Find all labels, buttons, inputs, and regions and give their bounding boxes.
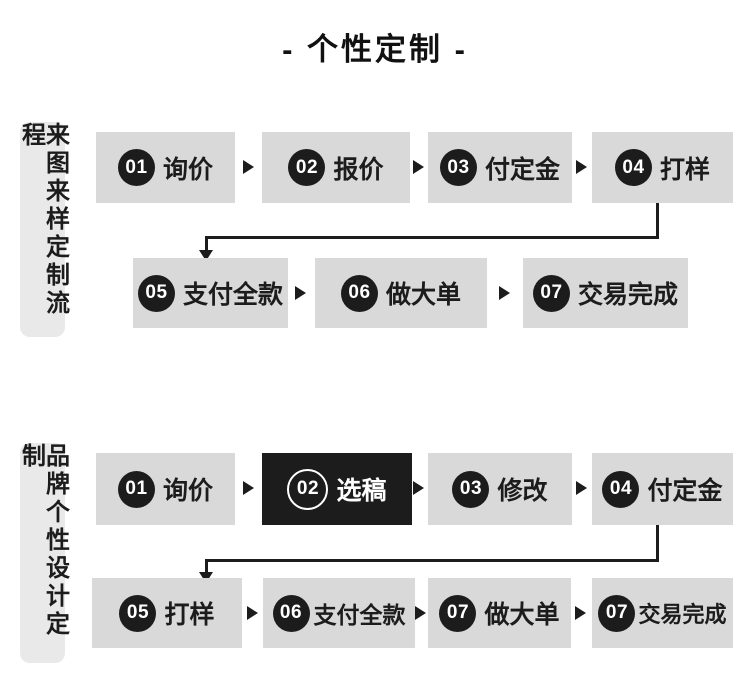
- step-number-badge: 03: [439, 149, 477, 186]
- step-number-badge: 07: [532, 274, 570, 312]
- arrow-right-icon: [243, 160, 254, 174]
- step-number-badge: 04: [614, 149, 652, 186]
- step-box: 04 打样: [592, 132, 733, 203]
- connector-line: [205, 559, 208, 574]
- step-number-badge: 02: [288, 149, 326, 186]
- step-box: 03 修改: [428, 453, 572, 525]
- connector-line: [205, 236, 659, 239]
- section1-label-text: 来图来样定制流程: [17, 122, 69, 318]
- step-number-badge: 02: [287, 468, 329, 510]
- step-label: 支付全款: [313, 602, 406, 628]
- step-box-highlight: 02 选稿: [262, 453, 412, 525]
- step-box: 06 支付全款: [263, 578, 415, 648]
- arrow-right-icon: [413, 481, 424, 495]
- step-label: 交易完成: [638, 602, 727, 627]
- step-number-badge: 03: [452, 470, 490, 508]
- arrow-right-icon: [243, 481, 254, 495]
- page-title: - 个性定制 -: [282, 32, 468, 67]
- step-label: 询价: [162, 155, 213, 184]
- arrow-right-icon: [575, 606, 586, 620]
- section2-side-label: 品牌个性设计定制: [17, 443, 69, 663]
- section2-label-text: 品牌个性设计定制: [17, 443, 69, 639]
- step-box: 01 询价: [96, 132, 235, 203]
- step-box: 07 交易完成: [523, 258, 688, 328]
- step-number-badge: 05: [137, 274, 175, 312]
- step-box: 05 打样: [92, 578, 242, 648]
- arrow-right-icon: [413, 160, 424, 174]
- step-number-badge: 01: [117, 470, 155, 508]
- step-box: 07 做大单: [428, 578, 571, 648]
- step-number-badge: 04: [602, 470, 640, 508]
- step-box: 02 报价: [262, 132, 410, 203]
- step-box: 07 交易完成: [592, 578, 733, 648]
- step-number-badge: 07: [598, 594, 636, 632]
- step-box: 04 付定金: [592, 453, 733, 525]
- arrow-right-icon: [499, 286, 510, 300]
- arrow-right-icon: [295, 286, 306, 300]
- arrow-right-icon: [247, 606, 258, 620]
- step-number-badge: 06: [340, 274, 378, 312]
- step-box: 01 询价: [96, 453, 235, 525]
- step-label: 询价: [162, 477, 213, 505]
- step-label: 修改: [497, 477, 548, 505]
- connector-line: [656, 203, 659, 239]
- connector-line: [656, 525, 659, 562]
- step-label: 打样: [659, 155, 710, 184]
- arrow-down-icon: [199, 250, 213, 261]
- step-number-badge: 01: [117, 149, 155, 186]
- step-box: 03 付定金: [428, 132, 572, 203]
- step-label: 做大单: [385, 281, 461, 309]
- step-number-badge: 06: [272, 594, 310, 632]
- step-label: 交易完成: [577, 281, 678, 309]
- step-label: 支付全款: [182, 281, 283, 309]
- connector-line: [205, 236, 208, 252]
- step-label: 选稿: [336, 477, 387, 505]
- step-label: 付定金: [484, 155, 560, 184]
- step-label: 报价: [333, 155, 384, 184]
- arrow-right-icon: [415, 606, 426, 620]
- section1-side-label: 来图来样定制流程: [17, 122, 69, 337]
- step-label: 做大单: [484, 601, 560, 629]
- step-number-badge: 07: [439, 594, 477, 632]
- step-box: 06 做大单: [315, 258, 487, 328]
- step-label: 打样: [164, 601, 215, 629]
- step-label: 付定金: [647, 477, 723, 505]
- arrow-down-icon: [199, 572, 213, 583]
- arrow-right-icon: [576, 160, 587, 174]
- step-box: 05 支付全款: [133, 258, 288, 328]
- arrow-right-icon: [576, 481, 587, 495]
- step-number-badge: 05: [119, 594, 157, 632]
- connector-line: [205, 559, 659, 562]
